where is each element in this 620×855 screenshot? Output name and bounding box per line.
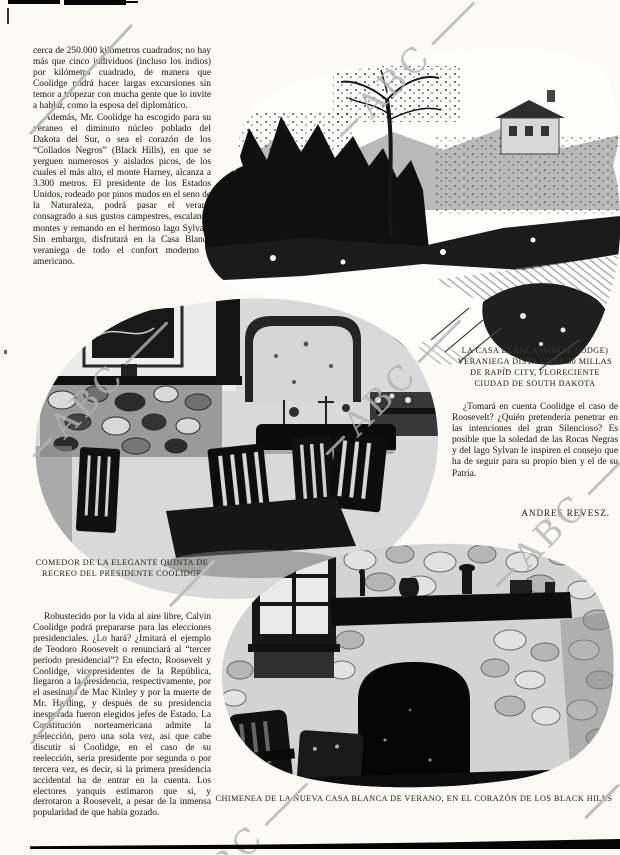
photo-fireplace [210, 540, 620, 792]
caption-white-lodge: LA CASA BLANCA (WHITE LODGE) VERANIEGA D… [457, 346, 613, 388]
column-right: ¿Tomará en cuenta Coolidge el caso de Ro… [452, 402, 618, 480]
column-bottom-left: Robustecido por la vida al aire libre, C… [33, 612, 211, 819]
author-signature: ANDRES REVESZ. [521, 508, 610, 518]
photo-landscape-game-lodge [183, 40, 620, 392]
watermark-swash [430, 0, 476, 46]
scan-artifact-speck [4, 350, 7, 354]
watermark-text: ABC [183, 817, 274, 855]
caption-dining-room: COMEDOR DE LA ELEGANTE QUINTA DE RECREO … [35, 558, 209, 578]
scan-artifact-top-tail [126, 1, 138, 3]
photo-dining-room [26, 296, 446, 608]
scan-artifact-tick [7, 8, 9, 24]
scan-artifact-bottom-rule [30, 839, 620, 849]
paragraph: Robustecido por la vida al aire libre, C… [33, 612, 211, 819]
paragraph: ¿Tomará en cuenta Coolidge el caso de Ro… [452, 402, 618, 479]
caption-fireplace: CHIMENEA DE LA NUEVA CASA BLANCA DE VERA… [215, 794, 613, 803]
scan-artifact-top-mid [64, 0, 126, 5]
scan-artifact-top-left [8, 0, 60, 4]
